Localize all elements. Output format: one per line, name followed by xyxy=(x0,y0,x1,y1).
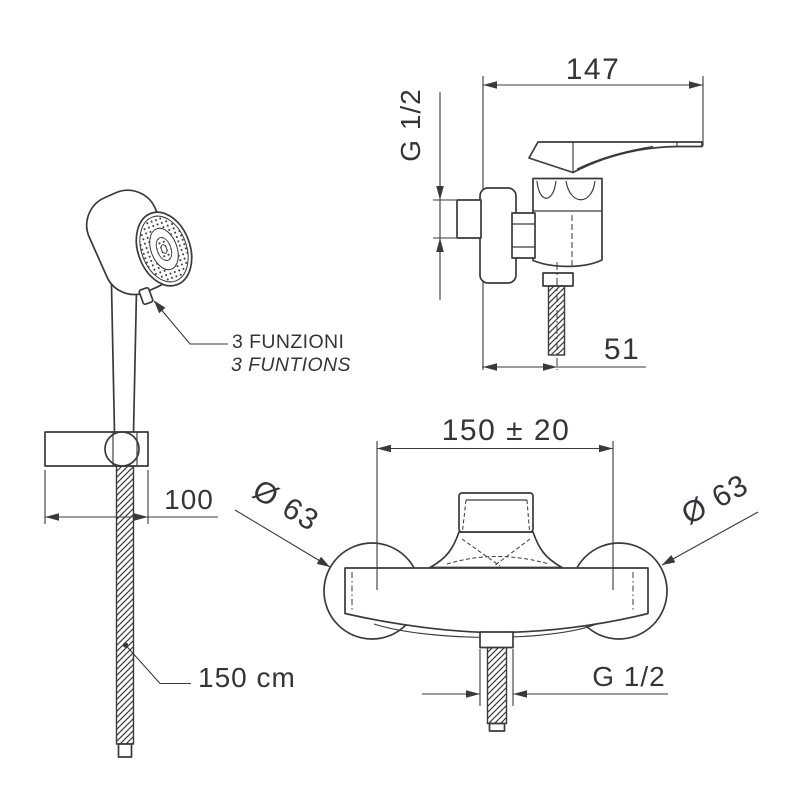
dimension-depth-51: 51 xyxy=(482,333,646,371)
dim-label-g12-side: G 1/2 xyxy=(395,88,426,161)
note-label-funtions: 3 FUNTIONS xyxy=(231,354,351,376)
dimension-centers-distance: 150 ± 20 xyxy=(376,414,614,590)
arrowhead-icon xyxy=(45,513,59,521)
cartridge-hidden-edge xyxy=(526,499,530,532)
arrowhead-icon xyxy=(513,690,527,698)
dimension-diameter-right: Ø 63 xyxy=(661,468,759,566)
dimension-bracket-width: 100 xyxy=(44,470,218,524)
hose-length-leader-line xyxy=(125,644,191,685)
wall-plate xyxy=(479,187,517,284)
shower-head-face xyxy=(135,211,193,287)
mode-button-shape xyxy=(138,286,154,306)
cartridge-dome xyxy=(429,531,563,569)
dim-label-150-20: 150 ± 20 xyxy=(442,414,571,447)
body-shading-arc xyxy=(565,180,596,201)
dim-label-51: 51 xyxy=(604,333,640,366)
dimension-diameter-left: Ø 63 xyxy=(234,473,331,568)
outlet-block-side xyxy=(542,272,574,287)
arrowhead-icon xyxy=(689,81,703,89)
dome-hidden-diagonal xyxy=(461,538,501,567)
bracket-holder-ring xyxy=(104,431,140,467)
functions-arrowhead-icon xyxy=(154,300,166,314)
hex-nut-body xyxy=(511,212,536,259)
dimension-width-147: 147 xyxy=(483,53,704,146)
arrowhead-icon xyxy=(436,238,444,252)
outlet-hose-front xyxy=(486,646,508,725)
dim-label-d63-left: Ø 63 xyxy=(247,473,325,538)
hose-length-callout: 150 cm xyxy=(122,642,296,693)
arrowhead-icon xyxy=(377,444,391,453)
cartridge-cap xyxy=(458,492,534,533)
hose-end-fitting xyxy=(117,743,133,758)
arrowhead-icon xyxy=(316,556,330,567)
hose-stub-end xyxy=(488,722,506,732)
dim-label-150cm: 150 cm xyxy=(198,662,296,693)
hand-shower-handle xyxy=(110,284,138,434)
arrowhead-icon xyxy=(662,555,676,565)
leader-line xyxy=(234,509,331,568)
hose-coil xyxy=(115,465,135,745)
arrowhead-icon xyxy=(483,81,497,89)
mode-button xyxy=(138,286,154,306)
dim-label-d63-right: Ø 63 xyxy=(676,468,754,531)
functions-callout: 3 FUNZIONI 3 FUNTIONS xyxy=(153,300,351,376)
dimension-outlet-thread: G 1/2 xyxy=(422,649,668,706)
dim-label-100: 100 xyxy=(164,484,214,515)
mixer-front-view: 150 ± 20 Ø 63 Ø 63 G 1/2 xyxy=(234,414,759,732)
mixer-side-view: 147 G 1/2 51 xyxy=(395,53,704,371)
hand-shower-view: 3 FUNZIONI 3 FUNTIONS 100 150 c xyxy=(44,189,351,758)
leader-line xyxy=(661,511,759,566)
dimension-inlet-thread: G 1/2 xyxy=(395,88,456,300)
arrowhead-icon xyxy=(599,444,613,453)
dome-hidden-arc xyxy=(446,556,550,565)
wall-bracket xyxy=(44,431,149,467)
inlet-connector xyxy=(456,199,482,239)
note-label-funzioni: 3 FUNZIONI xyxy=(232,331,344,353)
outlet-block-front xyxy=(479,631,514,649)
cartridge-cap-body xyxy=(458,492,534,533)
dim-label-g12-front: G 1/2 xyxy=(592,661,665,692)
arrowhead-icon xyxy=(543,363,557,371)
dome-hidden-diagonal xyxy=(493,538,531,567)
hex-nut xyxy=(511,212,536,259)
dim-label-147: 147 xyxy=(566,53,621,86)
arrowhead-icon xyxy=(466,690,480,698)
body-shading-arc xyxy=(536,180,557,199)
arrowhead-icon xyxy=(436,186,444,200)
hand-shower-hose xyxy=(115,465,135,758)
mixer-body-side xyxy=(532,177,603,268)
lever-handle xyxy=(528,141,703,174)
functions-leader-line xyxy=(153,300,228,345)
lever-inner-curve xyxy=(576,145,654,170)
mixer-body-front xyxy=(344,567,649,634)
cartridge-hidden-edge xyxy=(462,499,467,532)
face-center-cap xyxy=(160,244,168,254)
arrowhead-icon xyxy=(483,363,497,371)
arrowhead-icon xyxy=(134,513,148,521)
